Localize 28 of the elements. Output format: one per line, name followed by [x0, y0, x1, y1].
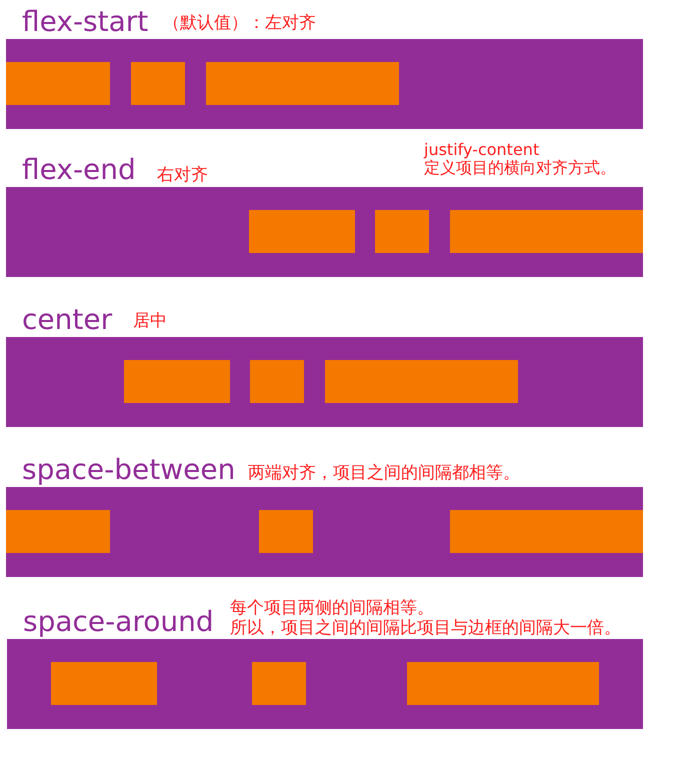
flex-item: [259, 510, 313, 553]
flex-item: [407, 662, 599, 705]
flex-item: [249, 210, 355, 253]
description-text: 每个项目两侧的间隔相等。: [230, 599, 434, 618]
flex-item: [6, 510, 110, 553]
flex-item: [124, 360, 230, 403]
flex-item: [375, 210, 429, 253]
note-text: justify-content: [424, 141, 540, 159]
description-text: 所以，项目之间的间隔比项目与边框的间隔大一倍。: [230, 619, 621, 638]
value-heading: flex-end: [22, 156, 136, 184]
note-text: 定义项目的横向对齐方式。: [424, 159, 616, 177]
flex-item: [450, 510, 643, 553]
value-heading: center: [22, 306, 112, 334]
description-text: 右对齐: [157, 166, 208, 185]
value-heading: space-around: [23, 608, 214, 636]
value-heading: flex-start: [22, 8, 148, 36]
flex-item: [6, 62, 110, 105]
value-heading: space-between: [22, 456, 236, 484]
description-text: 居中: [133, 312, 167, 331]
flex-item: [51, 662, 157, 705]
flex-item: [206, 62, 399, 105]
flex-item: [325, 360, 518, 403]
flex-item: [250, 360, 304, 403]
description-text: （默认值）：左对齐: [163, 14, 316, 33]
flex-item: [252, 662, 306, 705]
flex-item: [450, 210, 643, 253]
flex-item: [131, 62, 185, 105]
description-text: 两端对齐，项目之间的间隔都相等。: [248, 464, 520, 483]
